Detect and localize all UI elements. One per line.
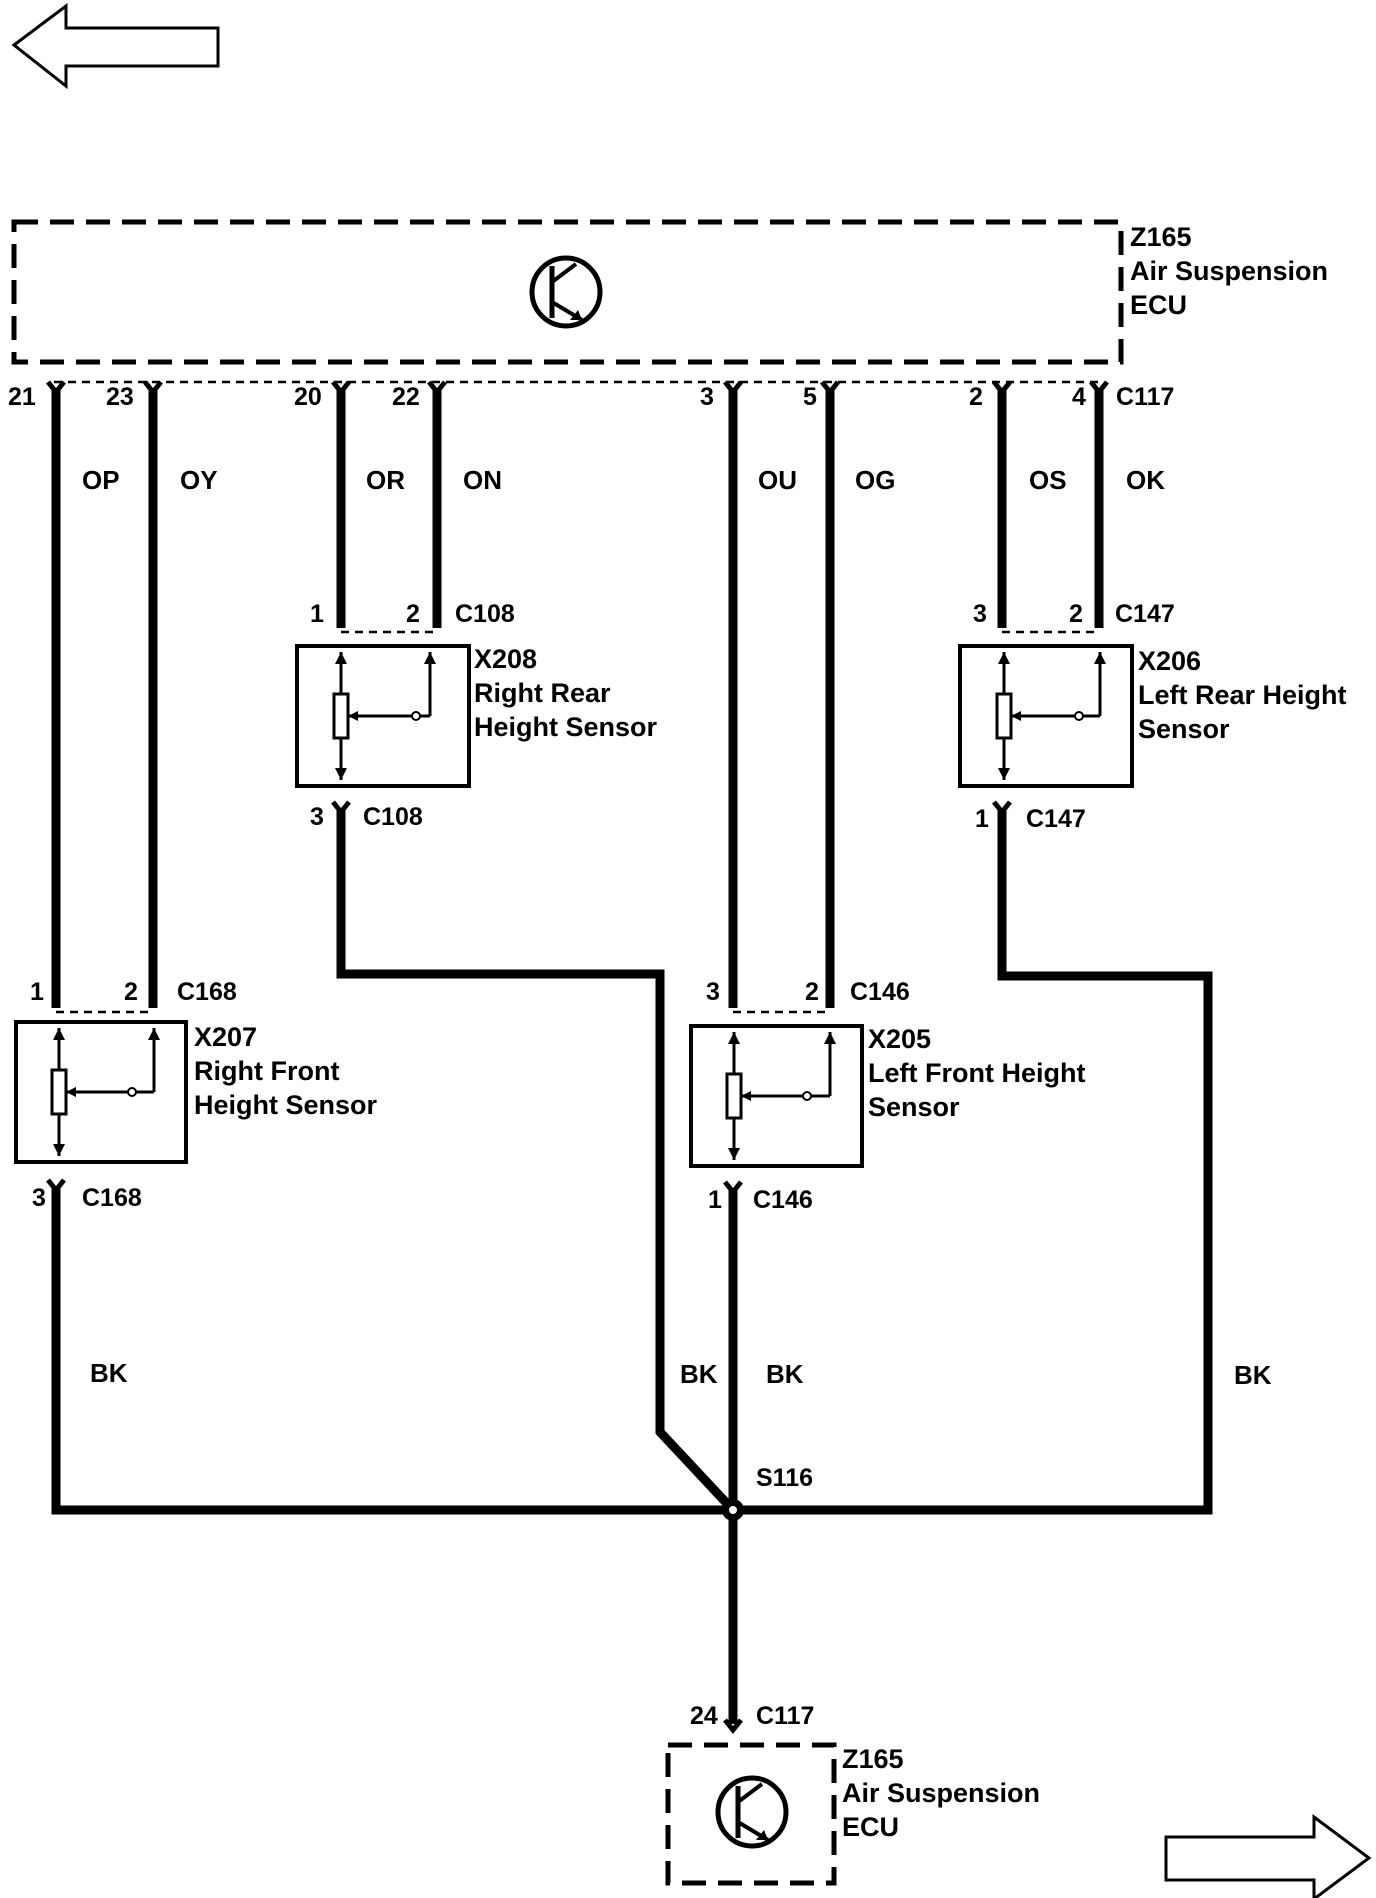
- wire-label-ou: OU: [758, 465, 797, 495]
- x206-name1: Left Rear Height: [1138, 680, 1347, 710]
- x206-connector: C147: [1115, 600, 1175, 628]
- x205-connector: C146: [850, 978, 910, 1006]
- wire-label-oy: OY: [180, 465, 218, 495]
- sensor-x208: 1 2 C108 X208 Right Rear Height Sensor 3…: [295, 600, 658, 831]
- wire-label-bk-1: BK: [90, 1358, 128, 1388]
- x206-name2: Sensor: [1138, 714, 1230, 744]
- x205-name2: Sensor: [868, 1092, 960, 1122]
- x207-name1: Right Front: [194, 1056, 339, 1086]
- ecu-top-box: [11, 219, 1124, 365]
- x208-name1: Right Rear: [474, 678, 611, 708]
- wire-label-or: OR: [366, 465, 405, 495]
- sensor-x205: 3 2 C146 X205 Left Front Height Sensor 1…: [689, 978, 1085, 1214]
- arrow-left-icon[interactable]: [11, 3, 220, 90]
- ecu-connector-label: C117: [1116, 383, 1174, 411]
- x207-connector: C168: [177, 978, 237, 1006]
- signal-wires: [51, 388, 1104, 1008]
- ecu-pin-3: 3: [700, 383, 714, 411]
- x206-pin-3: 3: [973, 600, 987, 628]
- ecu-pin-21: 21: [8, 383, 36, 411]
- arrow-right-icon[interactable]: [1164, 1814, 1372, 1898]
- wire-label-on: ON: [463, 465, 502, 495]
- x206-gnd-connector: C147: [1026, 805, 1086, 833]
- ecu-top-name: Air Suspension: [1130, 256, 1328, 286]
- ecu-pin-4: 4: [1072, 383, 1086, 411]
- x208-pin-1: 1: [310, 600, 324, 628]
- x208-connector: C108: [455, 600, 515, 628]
- sensor-x206: 3 2 C147 X206 Left Rear Height Sensor 1 …: [958, 600, 1347, 833]
- ecu-pin-22: 22: [392, 383, 420, 411]
- ground-wires: [51, 810, 1213, 1724]
- splice-s116: [722, 1499, 744, 1521]
- ecu-pin-23: 23: [106, 383, 134, 411]
- ecu-pin-marks: [46, 380, 1109, 397]
- ecu-ground-pin: 24: [690, 1702, 718, 1730]
- x207-id: X207: [194, 1022, 257, 1052]
- x208-name2: Height Sensor: [474, 712, 658, 742]
- x207-name2: Height Sensor: [194, 1090, 378, 1120]
- x205-id: X205: [868, 1024, 931, 1054]
- x206-pin-1: 1: [975, 805, 989, 833]
- x208-gnd-connector: C108: [363, 803, 423, 831]
- ecu-top-name2: ECU: [1130, 290, 1187, 320]
- x207-pin-1: 1: [30, 978, 44, 1006]
- x208-pin-2: 2: [406, 600, 420, 628]
- wire-label-og: OG: [855, 465, 895, 495]
- wire-label-bk-2: BK: [680, 1359, 718, 1389]
- x207-pin-3: 3: [32, 1184, 46, 1212]
- x207-gnd-connector: C168: [82, 1184, 142, 1212]
- ecu-bottom-id: Z165: [842, 1744, 904, 1774]
- wire-label-bk-3: BK: [766, 1359, 804, 1389]
- sensor-x207: 1 2 C168 X207 Right Front Height Sensor …: [14, 978, 378, 1212]
- x207-pin-2: 2: [124, 978, 138, 1006]
- ecu-ground-connector: C117: [756, 1702, 814, 1730]
- wire-label-op: OP: [82, 465, 120, 495]
- ecu-bottom-name2: ECU: [842, 1812, 899, 1842]
- wire-label-ok: OK: [1126, 465, 1165, 495]
- x205-name1: Left Front Height: [868, 1058, 1085, 1088]
- x205-pin-3: 3: [706, 978, 720, 1006]
- x208-pin-3: 3: [310, 803, 324, 831]
- transistor-icon: [529, 255, 603, 329]
- ecu-top-id: Z165: [1130, 222, 1192, 252]
- ecu-bottom-name: Air Suspension: [842, 1778, 1040, 1808]
- ecu-pin-5: 5: [803, 383, 817, 411]
- wire-label-bk-4: BK: [1234, 1360, 1272, 1390]
- ecu-pin-20: 20: [294, 383, 322, 411]
- splice-label: S116: [756, 1464, 813, 1492]
- x205-pin-2: 2: [805, 978, 819, 1006]
- x206-pin-2: 2: [1069, 600, 1083, 628]
- ecu-bottom-box: [665, 1742, 837, 1886]
- x205-pin-1: 1: [708, 1186, 722, 1214]
- transistor-icon: [715, 1775, 789, 1849]
- x205-gnd-connector: C146: [753, 1186, 813, 1214]
- ecu-pin-2: 2: [969, 383, 983, 411]
- x206-id: X206: [1138, 646, 1201, 676]
- wire-label-os: OS: [1029, 465, 1067, 495]
- x208-id: X208: [474, 644, 537, 674]
